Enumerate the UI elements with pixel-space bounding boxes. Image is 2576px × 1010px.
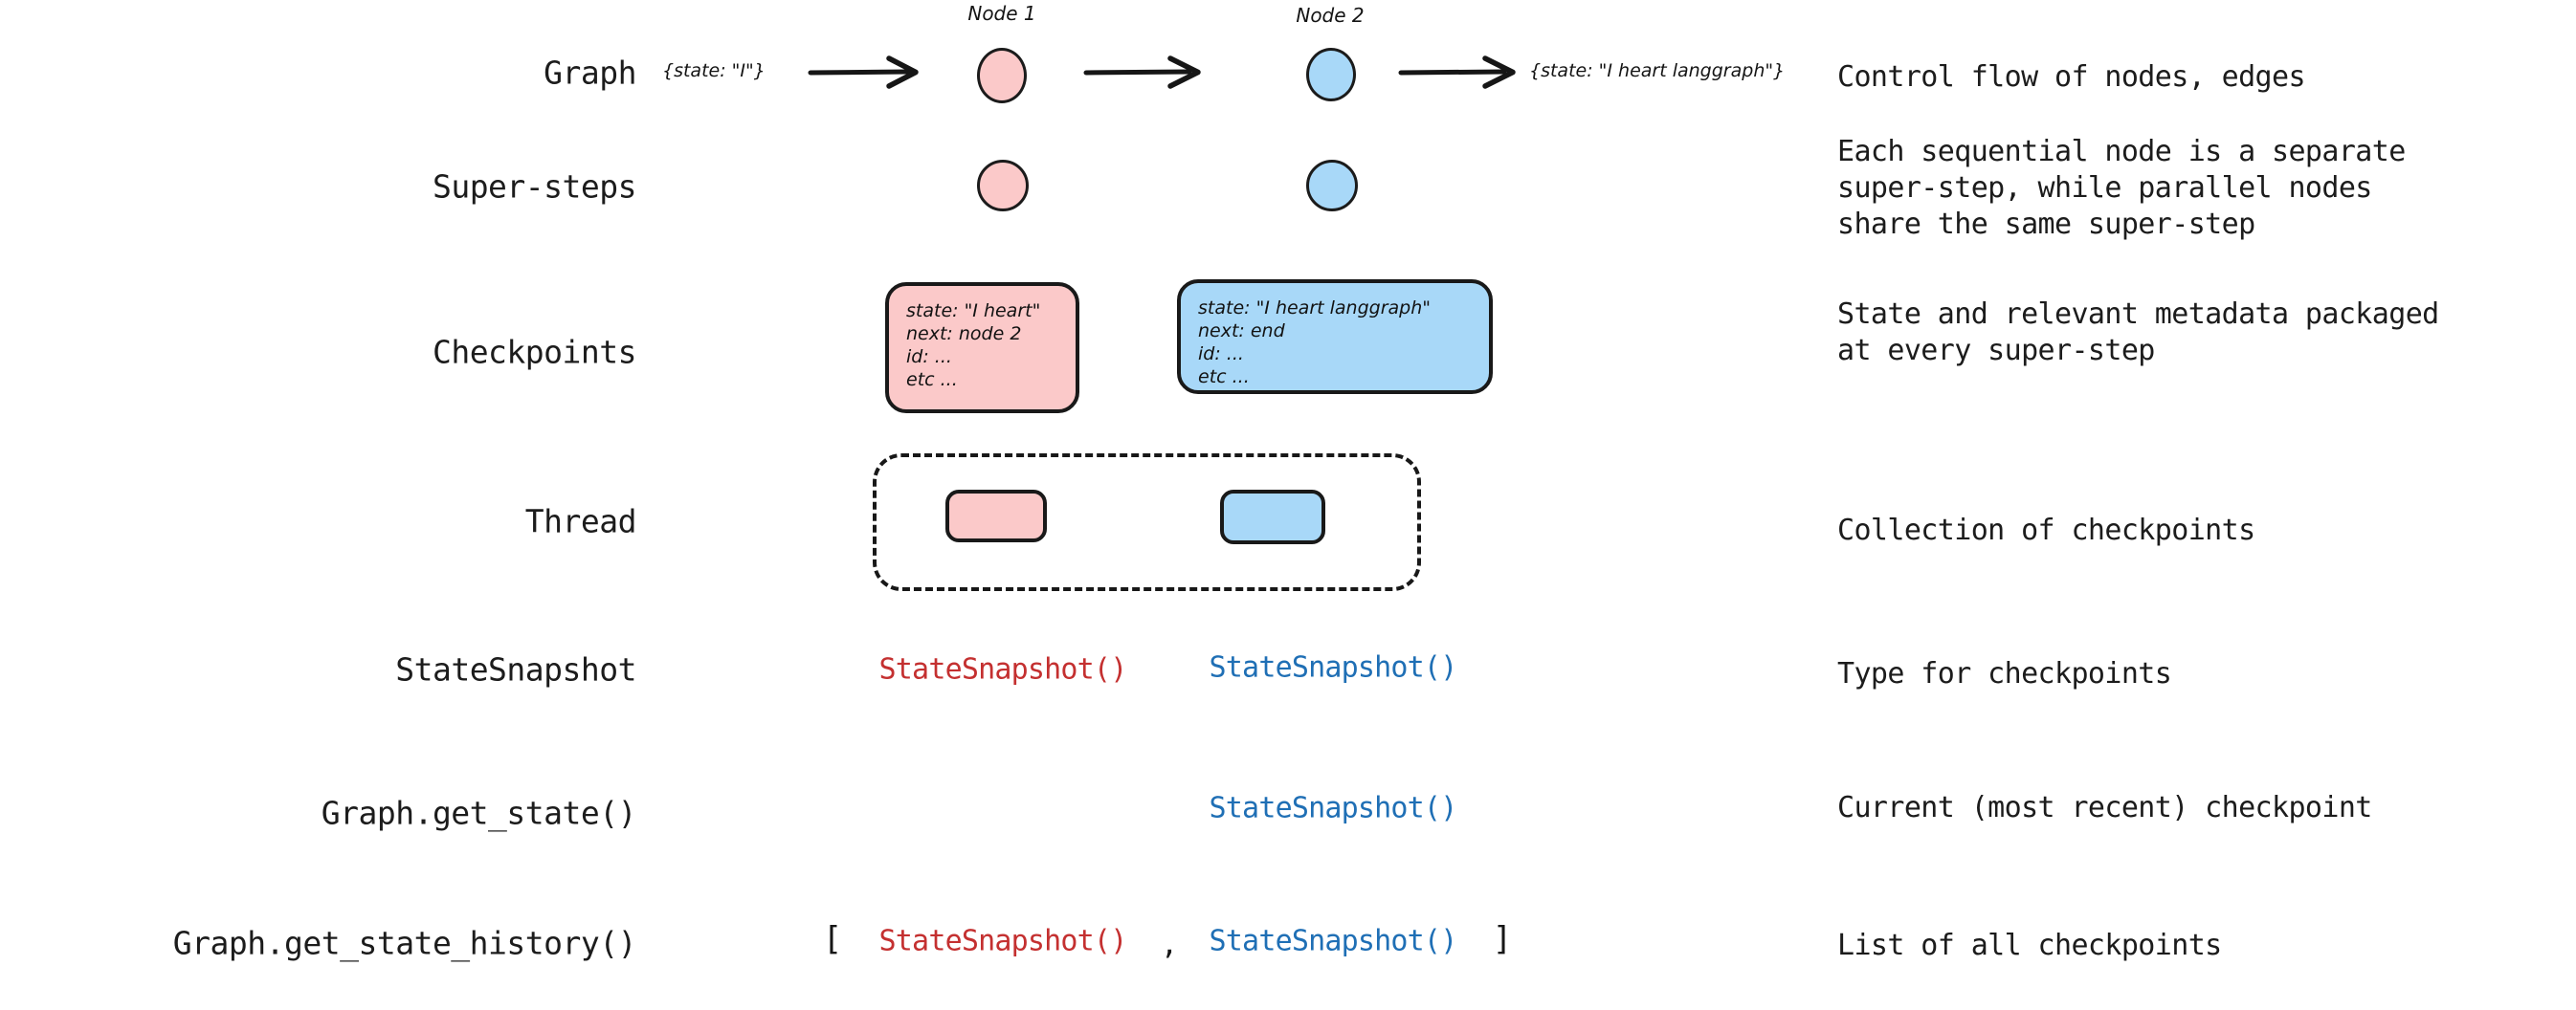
graph-node-2	[1306, 48, 1356, 101]
description-graph: Control flow of nodes, edges	[1837, 60, 2306, 94]
thread-checkpoint-2	[1220, 490, 1325, 544]
row-label-statesnapshot: StateSnapshot	[395, 650, 636, 689]
checkpoint-box-node-2: state: "I heart langgraph" next: end id:…	[1177, 279, 1493, 394]
checkpoint-2-line-next: next: end	[1198, 320, 1285, 341]
node-1-caption: Node 1	[967, 2, 1036, 25]
history-close-bracket: ]	[1492, 920, 1513, 958]
row-label-thread: Thread	[524, 502, 637, 540]
description-thread: Collection of checkpoints	[1837, 514, 2255, 547]
checkpoint-1-line-etc: etc ...	[906, 369, 958, 390]
history-open-bracket: [	[822, 920, 843, 958]
statesnapshot-token-blue: StateSnapshot()	[1209, 650, 1458, 685]
checkpoint-1-line-next: next: node 2	[906, 323, 1022, 344]
graph-input-state-label: {state: "I"}	[662, 60, 766, 81]
row-label-graph-get-state-history: Graph.get_state_history()	[172, 924, 637, 962]
checkpoint-box-node-1: state: "I heart" next: node 2 id: ... et…	[885, 282, 1079, 413]
history-token-blue: StateSnapshot()	[1209, 924, 1458, 958]
row-label-super-steps: Super-steps	[432, 167, 637, 206]
graph-node-1	[977, 48, 1027, 103]
edge-arrow-2	[1083, 55, 1201, 89]
description-graph-get-state-history: List of all checkpoints	[1837, 929, 2222, 962]
history-token-red: StateSnapshot()	[878, 924, 1128, 958]
checkpoint-2-line-id: id: ...	[1198, 343, 1244, 364]
checkpoint-1-line-state: state: "I heart"	[906, 300, 1041, 321]
edge-arrow-1	[808, 55, 919, 89]
description-statesnapshot: Type for checkpoints	[1837, 657, 2172, 691]
row-label-column: Graph Super-steps Checkpoints Thread Sta…	[0, 0, 637, 1010]
super-step-node-2	[1306, 160, 1358, 211]
node-2-caption: Node 2	[1296, 4, 1365, 27]
statesnapshot-token-red: StateSnapshot()	[878, 652, 1128, 687]
super-step-node-1	[977, 160, 1029, 211]
description-column: Control flow of nodes, edges Each sequen…	[1837, 0, 2565, 1010]
row-label-graph-get-state: Graph.get_state()	[321, 794, 637, 832]
thread-checkpoint-1	[945, 490, 1047, 542]
checkpoint-1-line-id: id: ...	[906, 346, 952, 367]
row-label-checkpoints: Checkpoints	[432, 333, 637, 371]
description-graph-get-state: Current (most recent) checkpoint	[1837, 791, 2372, 824]
thread-container	[873, 453, 1421, 591]
checkpoint-2-line-state: state: "I heart langgraph"	[1198, 297, 1432, 318]
graph-output-state-label: {state: "I heart langgraph"}	[1529, 60, 1786, 81]
edge-arrow-3	[1398, 55, 1516, 89]
checkpoint-2-line-etc: etc ...	[1198, 366, 1250, 387]
description-super-steps: Each sequential node is a separate super…	[1837, 135, 2406, 241]
row-label-graph: Graph	[544, 54, 636, 92]
history-separator: ,	[1160, 928, 1179, 962]
get-state-result-token: StateSnapshot()	[1209, 791, 1458, 825]
description-checkpoints: State and relevant metadata packaged at …	[1837, 297, 2439, 367]
